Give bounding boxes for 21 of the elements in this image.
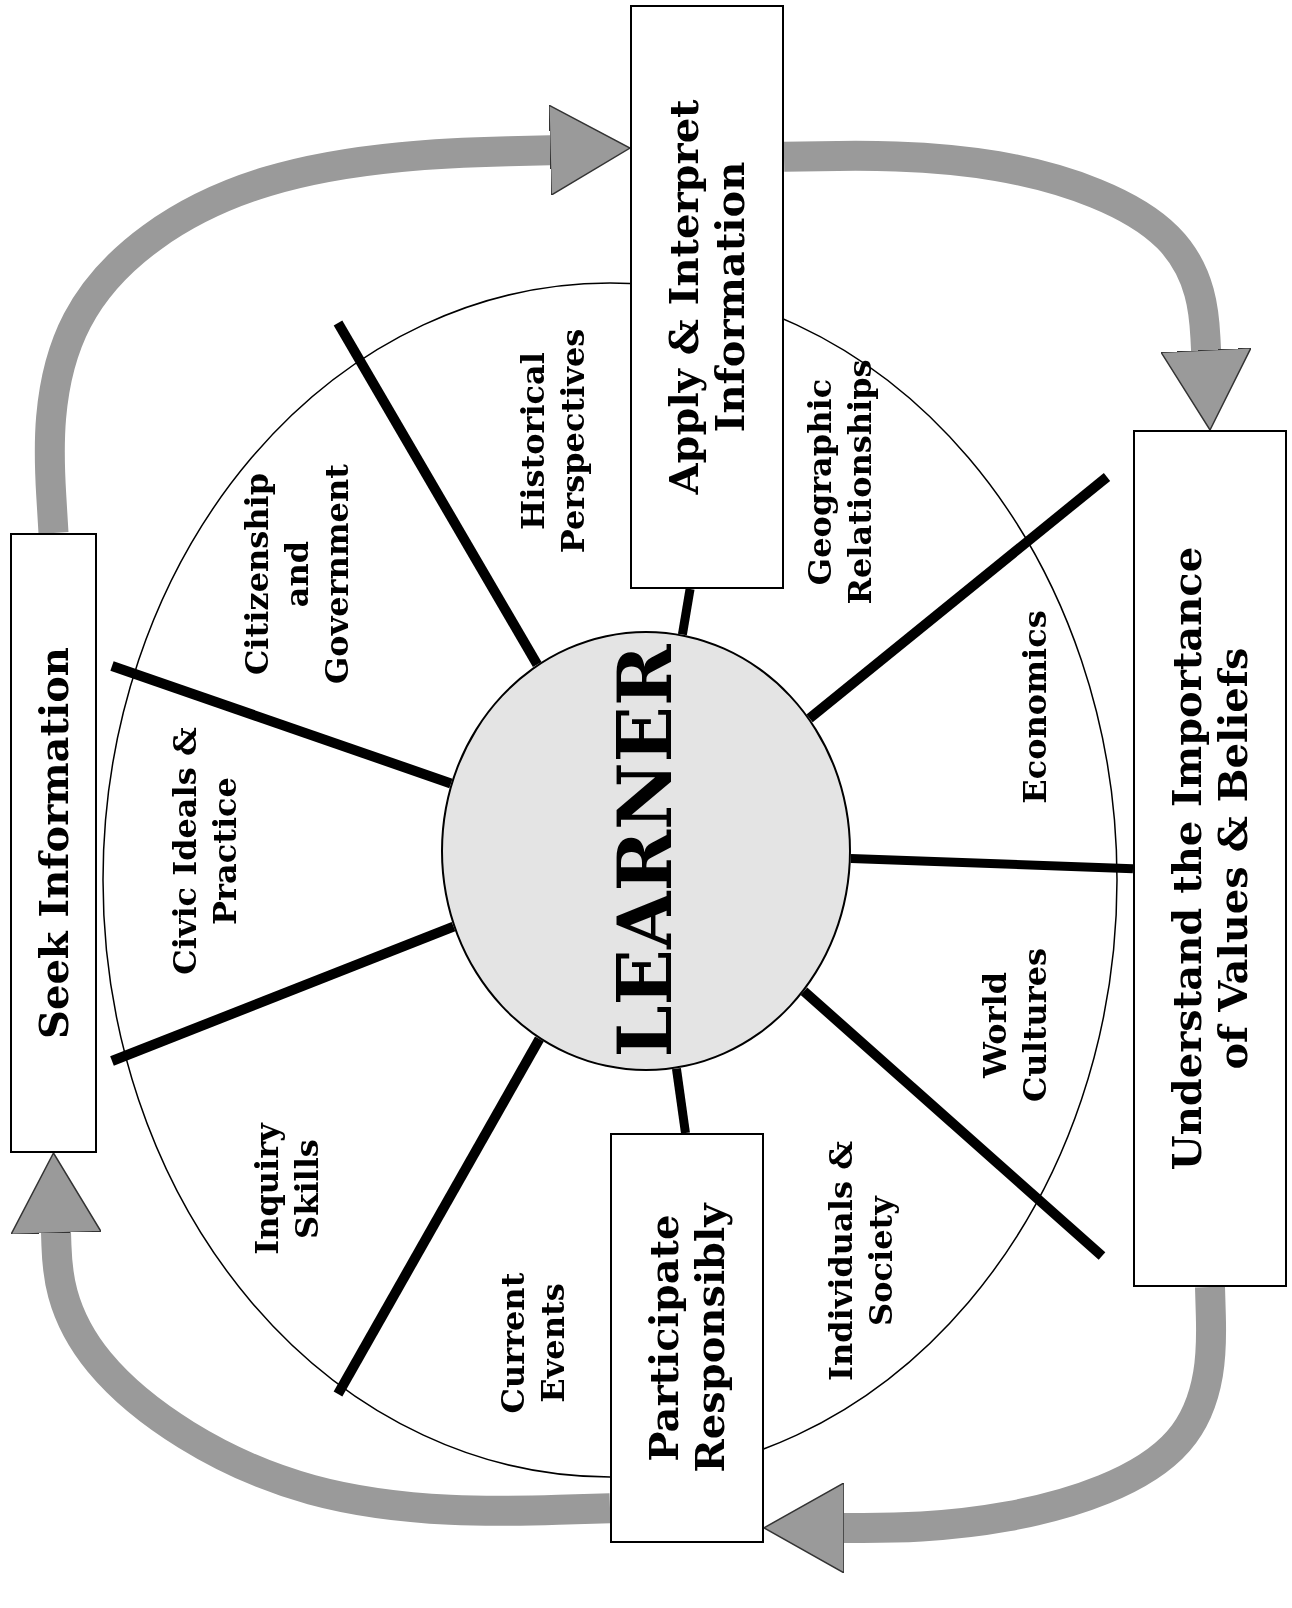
connector-line: [677, 588, 695, 636]
cycle-arrow: [10, 1152, 611, 1526]
sector-label: Inquiry Skills: [247, 1121, 327, 1257]
stage-box: Apply & Interpret Information: [630, 5, 784, 589]
center-circle: LEARNER: [441, 631, 851, 1071]
cycle-arrow: [783, 140, 1252, 431]
sector-label: Historical Perspectives: [513, 327, 593, 556]
sector-label: World Cultures: [975, 946, 1055, 1105]
sector-label: Economics: [1015, 609, 1055, 806]
stage-box: Participate Responsibly: [610, 1133, 764, 1543]
sector-label: Citizenship and Government: [237, 463, 357, 686]
sector-label: Individuals & Society: [821, 1139, 901, 1384]
cycle-arrow: [34, 104, 631, 534]
cycle-arrow: [763, 1286, 1227, 1574]
sector-label: Geographic Relationships: [800, 358, 880, 607]
stage-box: Understand the Importance of Values & Beliefs: [1133, 430, 1287, 1287]
connector-line: [850, 854, 1134, 874]
sector-label: Current Events: [493, 1271, 573, 1416]
stage-box: Seek Information: [10, 533, 97, 1153]
sector-label: Civic Ideals & Practice: [165, 726, 245, 977]
connector-line: [672, 1067, 690, 1134]
